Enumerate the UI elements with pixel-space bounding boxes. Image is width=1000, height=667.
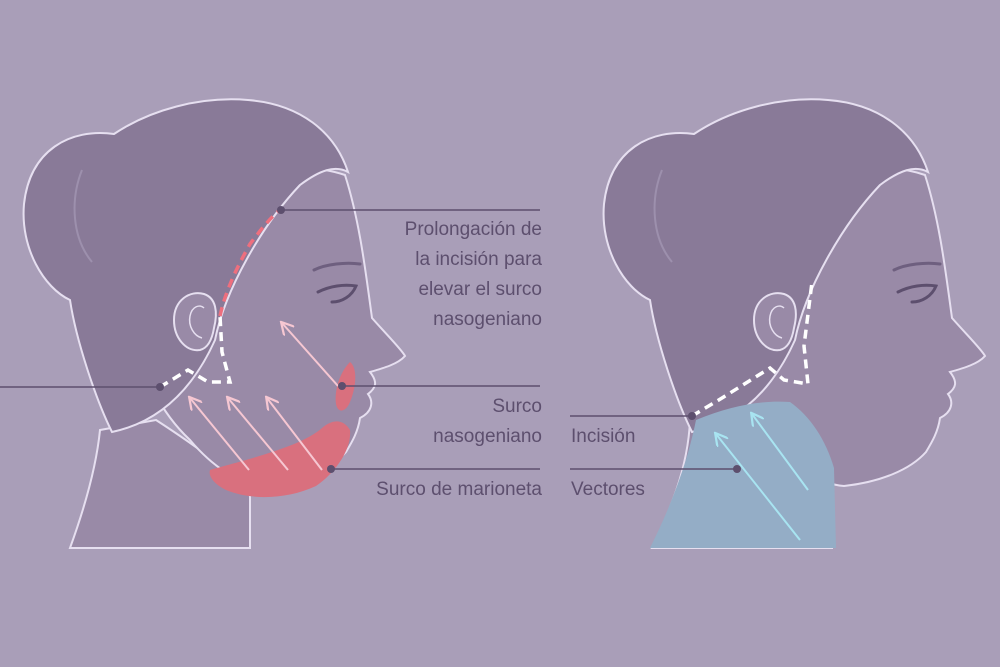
left-vector-arrow — [267, 398, 323, 471]
label-line: la incisión para — [415, 249, 542, 270]
label-line: nasogeniano — [433, 309, 542, 330]
right-vector-arrow — [716, 434, 801, 541]
label-line: Prolongación de — [404, 219, 542, 240]
label-incision: Incisión — [571, 422, 635, 452]
left-ear-inner — [188, 305, 205, 339]
label-surco-marioneta: Surco de marioneta — [376, 475, 542, 505]
label-line: Surco de marioneta — [376, 479, 542, 500]
label-surco-nasogeniano: Surco nasogeniano — [433, 392, 542, 452]
label-line: elevar el surco — [418, 279, 542, 300]
label-line: Vectores — [571, 479, 645, 500]
neck-lift-zone — [650, 401, 836, 548]
right-ear — [752, 292, 797, 352]
leader-dot — [338, 382, 346, 390]
right-eye — [896, 283, 939, 304]
left-neck — [68, 418, 251, 549]
leader-dot — [156, 383, 164, 391]
left-ear — [172, 292, 217, 352]
right-hair — [602, 98, 930, 434]
left-eye — [316, 283, 359, 304]
left-vector-arrow — [282, 323, 339, 387]
leader-dot — [277, 206, 285, 214]
right-vector-arrow — [752, 414, 809, 491]
left-vector-arrow — [228, 398, 289, 471]
leader-dot — [733, 465, 741, 473]
left-vector-arrow — [190, 398, 250, 471]
right-eyebrow — [892, 261, 942, 272]
right-ear-inner — [768, 305, 785, 339]
left-incision-dashed-line — [159, 315, 233, 389]
right-hair-strand — [653, 169, 673, 263]
extended-incision-red-dashed-line — [218, 208, 282, 317]
right-head — [570, 98, 987, 549]
label-line: nasogeniano — [433, 426, 542, 447]
left-hair-strand — [73, 169, 93, 263]
label-line: Surco — [492, 396, 542, 417]
label-line: Incisión — [571, 426, 636, 447]
leader-dot — [327, 465, 335, 473]
left-head — [0, 98, 540, 549]
right-incision-dashed-line — [691, 281, 814, 418]
leader-dot — [688, 412, 696, 420]
label-vectores: Vectores — [571, 475, 645, 505]
left-hair — [22, 98, 350, 434]
label-prolongation: Prolongación de la incisión para elevar … — [405, 215, 542, 335]
left-eyebrow — [312, 261, 362, 272]
